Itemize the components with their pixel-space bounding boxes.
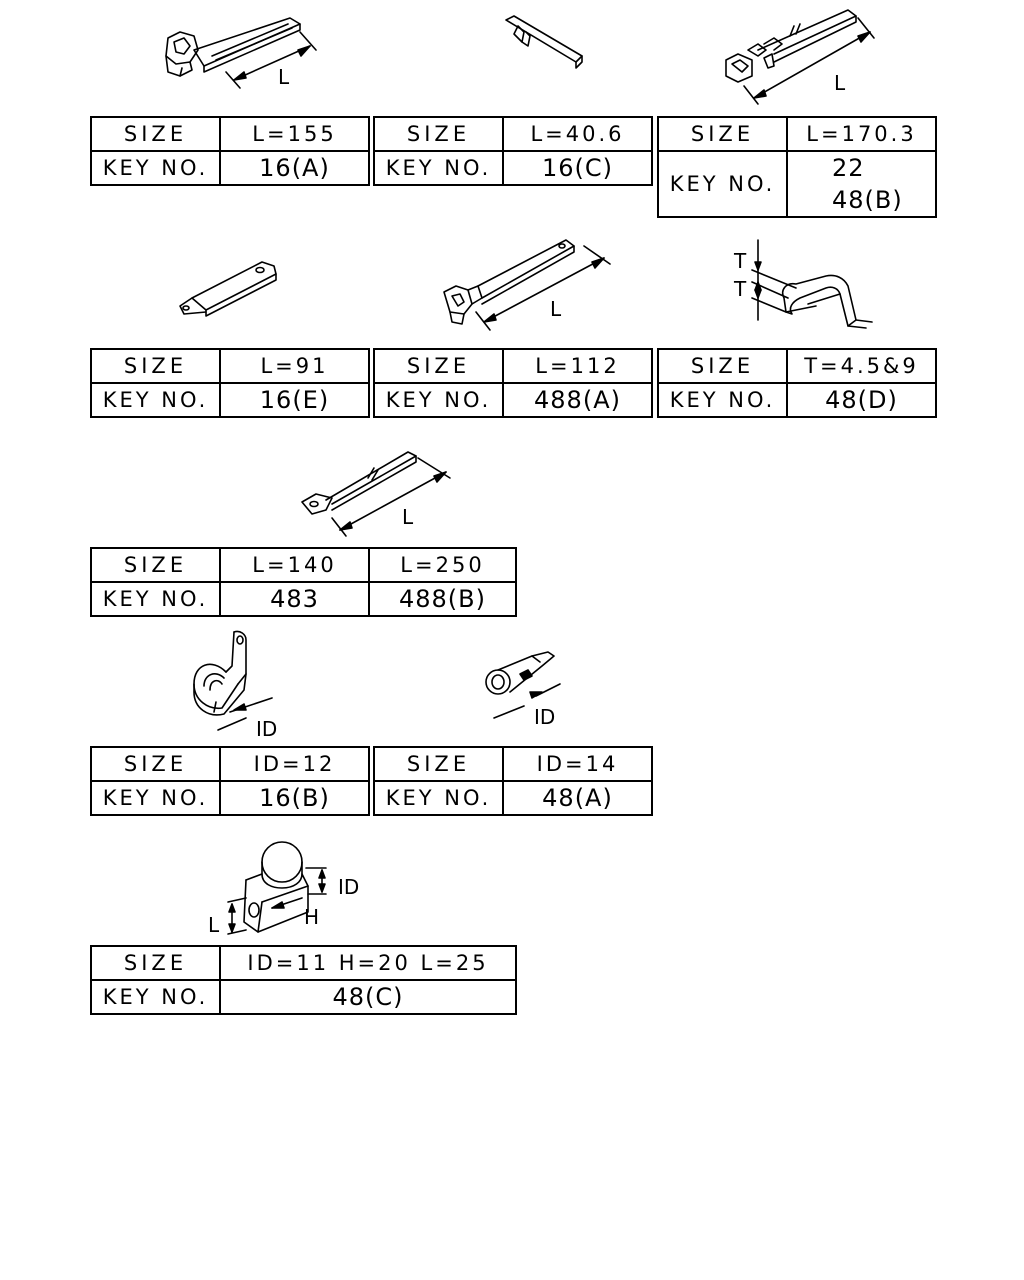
part-9-dim-label: ID [534, 705, 555, 729]
part-10-dim-label-l: L [208, 913, 220, 937]
part-3-key-values: 22 48(B) [786, 150, 937, 218]
part-6-drawing: T T [733, 239, 873, 329]
part-6-table: SIZE T=4.5&9 KEY NO. 48(D) [657, 348, 937, 418]
size-label: SIZE [657, 348, 788, 384]
part-8-key-value: 16(B) [219, 780, 370, 816]
part-10-key-value: 48(C) [219, 979, 517, 1015]
part-4-key-value: 16(E) [219, 382, 370, 418]
part-1-table: SIZE L=155 KEY NO. 16(A) [90, 116, 370, 186]
part-9-size-value: ID=14 [502, 746, 653, 782]
size-label: SIZE [90, 116, 221, 152]
key-no-label: KEY NO. [373, 780, 504, 816]
part-5-table: SIZE L=112 KEY NO. 488(A) [373, 348, 653, 418]
part-1-drawing: L [165, 17, 317, 89]
part-4-size-value: L=91 [219, 348, 370, 384]
key-no-label: KEY NO. [90, 979, 221, 1015]
part-7-dim-label: L [402, 505, 414, 529]
size-label: SIZE [657, 116, 788, 152]
part-8-drawing: ID [193, 630, 277, 741]
key-no-label: KEY NO. [90, 382, 221, 418]
key-no-label: KEY NO. [657, 150, 788, 218]
part-2-drawing [505, 15, 583, 69]
part-5-size-value: L=112 [502, 348, 653, 384]
part-3-table: SIZE L=170.3 KEY NO. 22 48(B) [657, 116, 937, 218]
key-no-label: KEY NO. [657, 382, 788, 418]
part-4-drawing [179, 261, 277, 317]
part-10-size-value: ID=11 H=20 L=25 [219, 945, 517, 981]
part-10-drawing: ID H L [208, 841, 359, 937]
part-7-table: SIZE L=140 L=250 KEY NO. 483 488(B) [90, 547, 517, 617]
part-3-drawing: L [725, 9, 875, 105]
part-7-key-value-2: 488(B) [368, 581, 517, 617]
part-3-key-value-2: 48(B) [832, 186, 903, 214]
key-no-label: KEY NO. [373, 382, 504, 418]
part-10-dim-label-id: ID [338, 875, 359, 899]
size-label: SIZE [90, 945, 221, 981]
part-9-table: SIZE ID=14 KEY NO. 48(A) [373, 746, 653, 816]
part-1-dim-label: L [278, 65, 290, 89]
part-5-drawing: L [443, 239, 611, 331]
part-9-drawing: ID [485, 651, 561, 729]
part-1-size-value: L=155 [219, 116, 370, 152]
part-7-size-value-2: L=250 [368, 547, 517, 583]
part-3-size-value: L=170.3 [786, 116, 937, 152]
part-5-key-value: 488(A) [502, 382, 653, 418]
part-8-size-value: ID=12 [219, 746, 370, 782]
part-2-table: SIZE L=40.6 KEY NO. 16(C) [373, 116, 653, 186]
part-5-dim-label: L [550, 297, 562, 321]
part-7-drawing: L [301, 451, 451, 537]
key-no-label: KEY NO. [90, 150, 221, 186]
size-label: SIZE [90, 547, 221, 583]
part-7-key-value-1: 483 [219, 581, 370, 617]
key-no-label: KEY NO. [373, 150, 504, 186]
part-6-size-value: T=4.5&9 [786, 348, 937, 384]
part-6-key-value: 48(D) [786, 382, 937, 418]
size-label: SIZE [373, 746, 504, 782]
size-label: SIZE [90, 348, 221, 384]
part-6-dim-label-1: T [733, 249, 747, 273]
part-7-size-value-1: L=140 [219, 547, 370, 583]
part-10-dim-label-h: H [304, 905, 319, 929]
part-2-size-value: L=40.6 [502, 116, 653, 152]
key-no-label: KEY NO. [90, 581, 221, 617]
part-10-table: SIZE ID=11 H=20 L=25 KEY NO. 48(C) [90, 945, 517, 1015]
part-9-key-value: 48(A) [502, 780, 653, 816]
size-label: SIZE [373, 116, 504, 152]
key-no-label: KEY NO. [90, 780, 221, 816]
part-8-dim-label: ID [256, 717, 277, 741]
part-6-dim-label-2: T [733, 277, 747, 301]
part-1-key-value: 16(A) [219, 150, 370, 186]
part-8-table: SIZE ID=12 KEY NO. 16(B) [90, 746, 370, 816]
part-3-key-value-1: 22 [832, 154, 865, 182]
part-4-table: SIZE L=91 KEY NO. 16(E) [90, 348, 370, 418]
part-2-key-value: 16(C) [502, 150, 653, 186]
part-3-dim-label: L [834, 71, 846, 95]
size-label: SIZE [373, 348, 504, 384]
size-label: SIZE [90, 746, 221, 782]
